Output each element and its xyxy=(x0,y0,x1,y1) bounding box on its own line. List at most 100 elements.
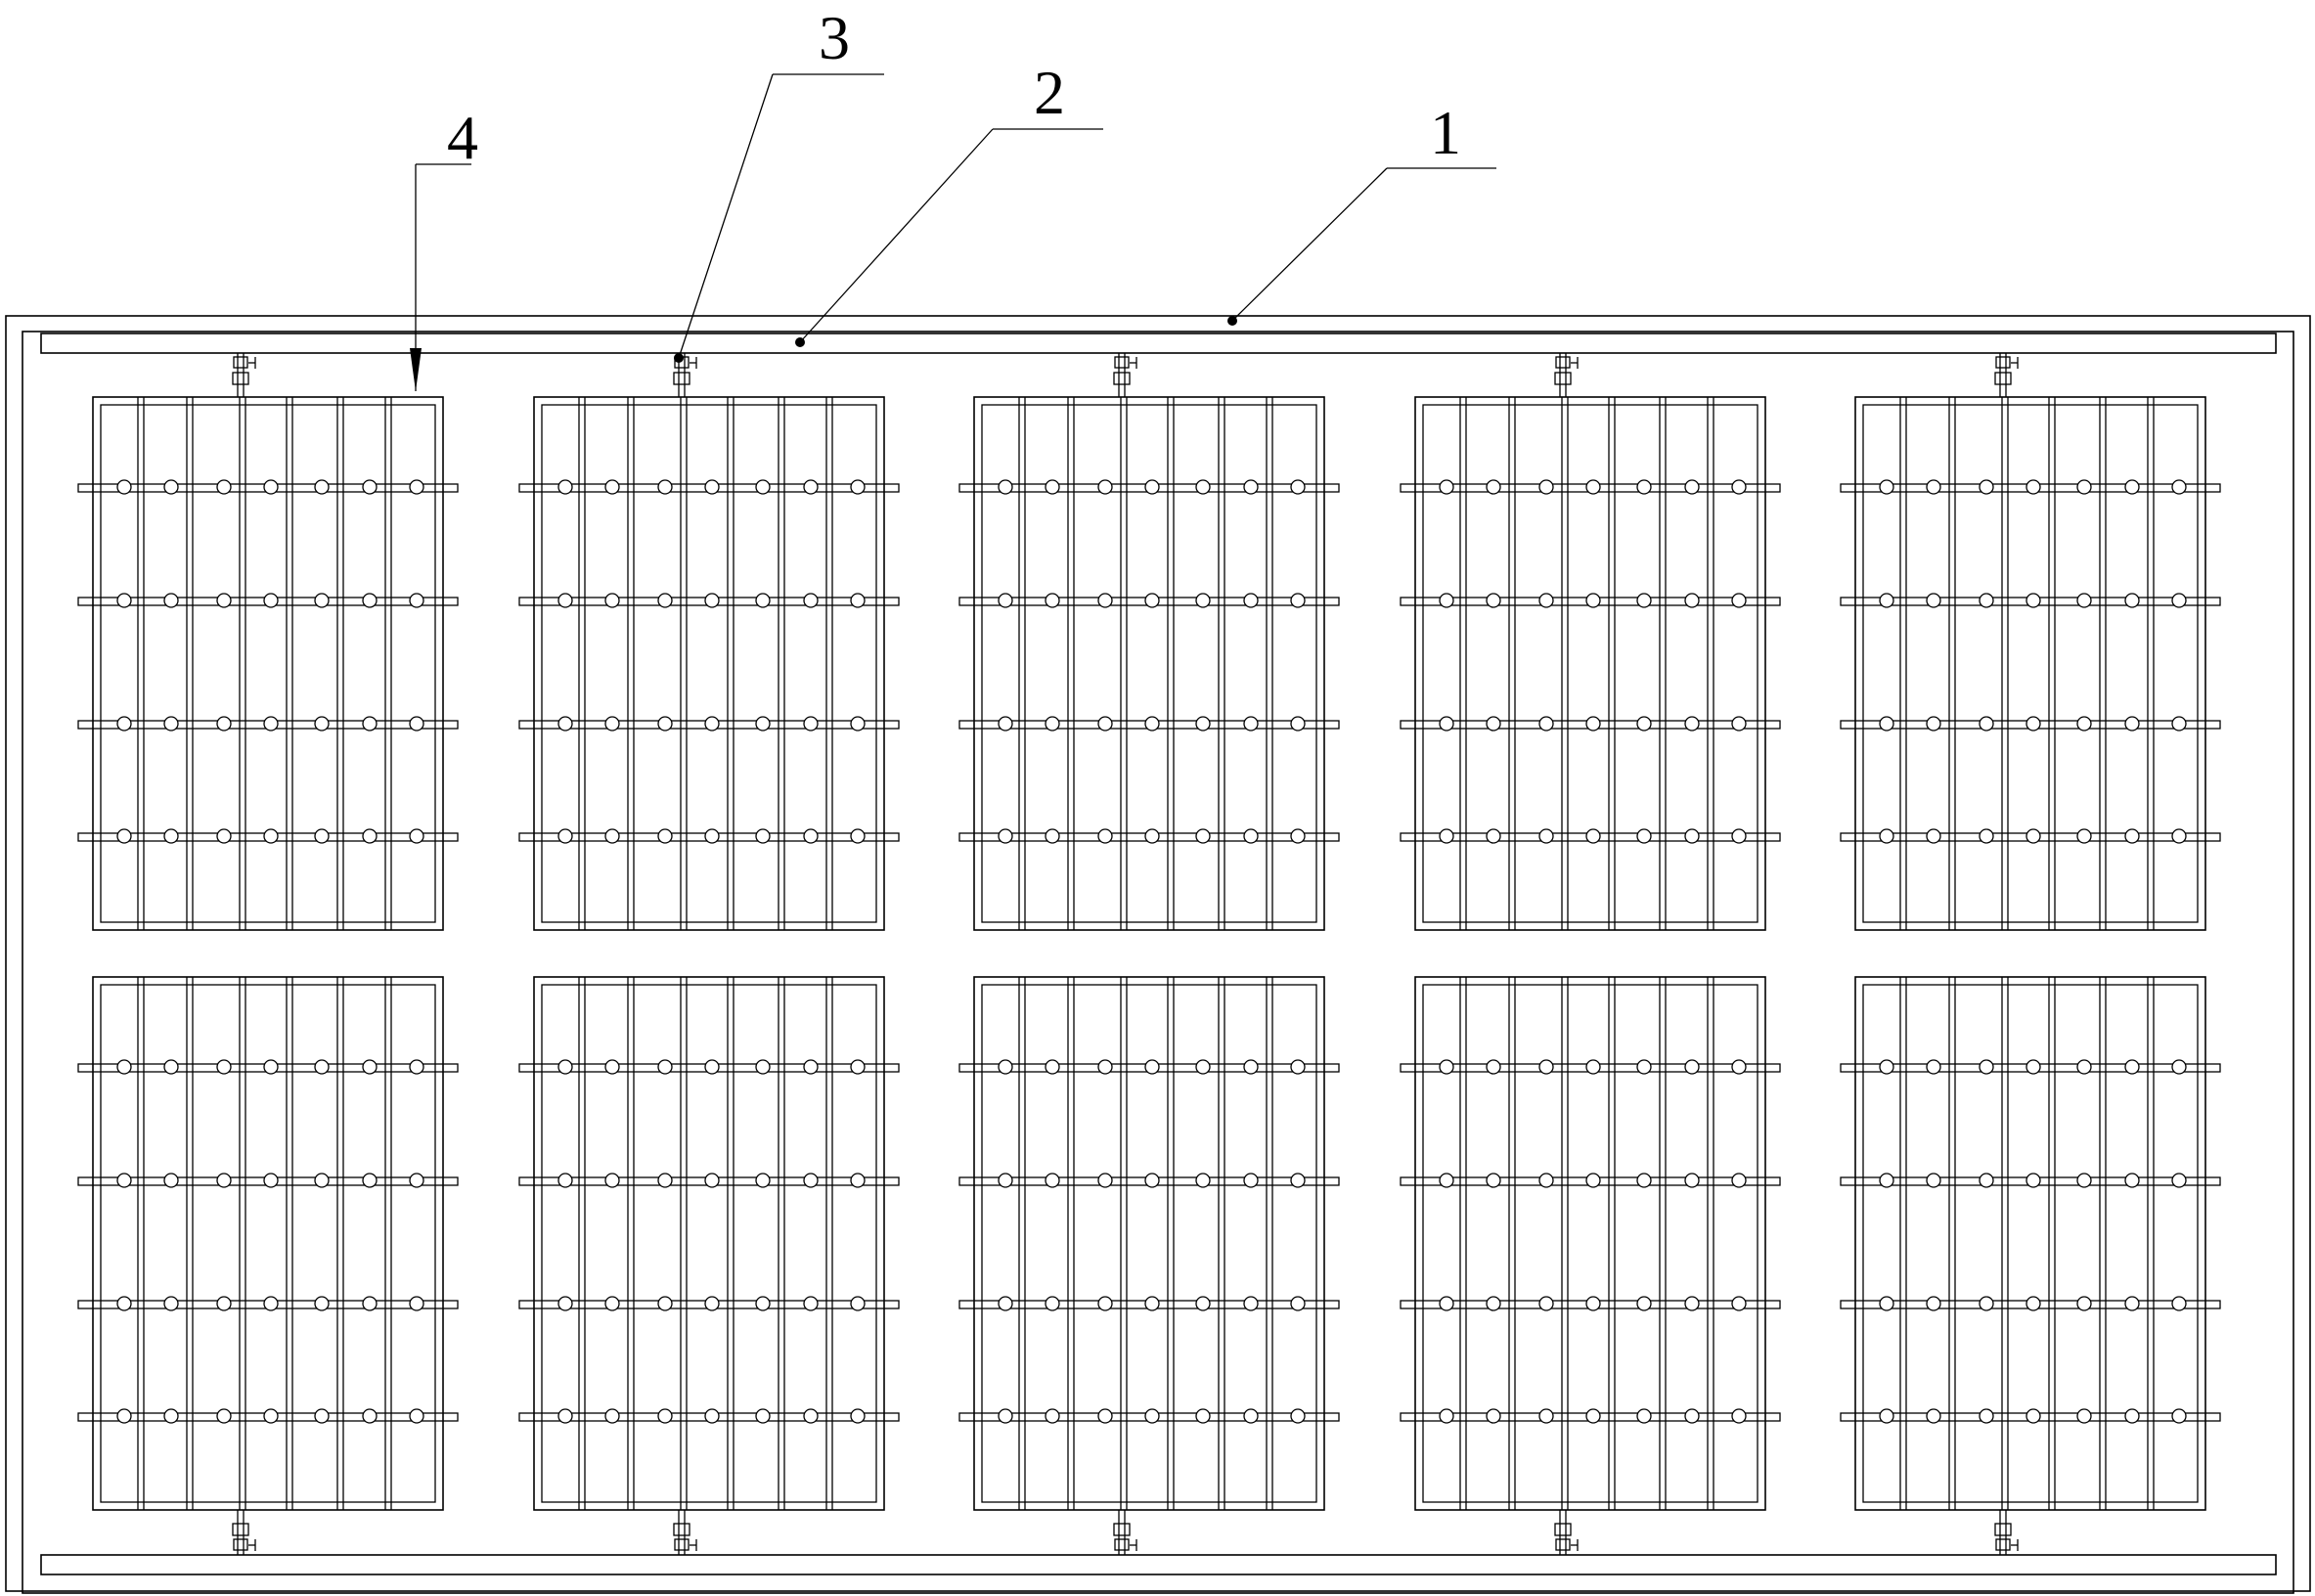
crossbar-node xyxy=(1538,1173,1554,1188)
crossbar-node xyxy=(1486,1059,1501,1075)
crossbar-node xyxy=(2124,1059,2140,1075)
crossbar-node xyxy=(850,828,866,844)
crossbar-node xyxy=(1585,828,1601,844)
crossbar-node xyxy=(1926,1296,1941,1311)
valve xyxy=(674,1538,690,1551)
crossbar-node xyxy=(1926,593,1941,608)
crossbar-node xyxy=(557,1173,573,1188)
valve xyxy=(232,372,249,385)
crossbar-node xyxy=(755,1173,771,1188)
crossbar-node xyxy=(850,1173,866,1188)
crossbar-node xyxy=(362,593,378,608)
callout-1-dot xyxy=(1227,316,1237,326)
crossbar-node xyxy=(1926,479,1941,495)
crossbar-node xyxy=(850,593,866,608)
crossbar-node xyxy=(2124,593,2140,608)
crossbar-node xyxy=(1636,828,1652,844)
crossbar-node xyxy=(314,1173,330,1188)
crossbar-node xyxy=(116,1296,132,1311)
crossbar-node xyxy=(1636,479,1652,495)
crossbar-node xyxy=(263,479,279,495)
crossbar-node xyxy=(657,1173,673,1188)
crossbar-node xyxy=(604,1173,620,1188)
callout-2-leader xyxy=(799,128,994,343)
crossbar-node xyxy=(1636,593,1652,608)
crossbar-node xyxy=(1097,593,1113,608)
rack-outer-frame xyxy=(1854,976,2206,1511)
crossbar-node xyxy=(604,828,620,844)
crossbar-node xyxy=(2026,716,2041,732)
crossbar-node xyxy=(2124,1408,2140,1424)
crossbar-node xyxy=(604,479,620,495)
rack-inner-frame xyxy=(1862,404,2199,923)
crossbar-node xyxy=(604,716,620,732)
crossbar-node xyxy=(1486,1173,1501,1188)
crossbar-node xyxy=(1195,1173,1211,1188)
crossbar-node xyxy=(1486,716,1501,732)
crossbar-node xyxy=(850,1296,866,1311)
crossbar-node xyxy=(2171,1408,2187,1424)
crossbar-node xyxy=(704,828,720,844)
crossbar-node xyxy=(1926,1059,1941,1075)
callouts: 1 2 3 4 xyxy=(410,3,1496,391)
crossbar-node xyxy=(557,716,573,732)
crossbar-node xyxy=(1195,828,1211,844)
crossbar-node xyxy=(163,479,179,495)
crossbar-node xyxy=(1045,1173,1060,1188)
crossbar-node xyxy=(2026,828,2041,844)
crossbar-node xyxy=(1879,1408,1894,1424)
crossbar-node xyxy=(1926,716,1941,732)
crossbar-node xyxy=(1731,1408,1747,1424)
crossbar-node xyxy=(1926,1173,1941,1188)
crossbar-node xyxy=(2076,1296,2092,1311)
crossbar-node xyxy=(755,1059,771,1075)
rack-outer-frame xyxy=(1414,396,1766,931)
crossbar-node xyxy=(1684,1296,1700,1311)
crossbar-node xyxy=(362,1408,378,1424)
rack-outer-frame xyxy=(1414,976,1766,1511)
crossbar-node xyxy=(409,1296,424,1311)
crossbar-node xyxy=(998,1059,1013,1075)
outer-tank-outer-wall xyxy=(5,315,2311,1592)
rack-inner-frame xyxy=(981,404,1317,923)
callout-2-label: 2 xyxy=(1034,58,1065,127)
crossbar-node xyxy=(1097,1173,1113,1188)
rack-frame xyxy=(518,353,900,931)
crossbar-node xyxy=(1439,1408,1454,1424)
valve xyxy=(1113,372,1131,385)
crossbar-node xyxy=(657,1296,673,1311)
crossbar-node xyxy=(657,828,673,844)
rack-inner-frame xyxy=(981,984,1317,1503)
crossbar-node xyxy=(409,479,424,495)
rack-outer-frame xyxy=(973,976,1325,1511)
rack-frame xyxy=(1400,976,1781,1555)
crossbar-node xyxy=(2171,1059,2187,1075)
crossbar-node xyxy=(1144,1296,1160,1311)
crossbar-node xyxy=(755,479,771,495)
crossbar-node xyxy=(2171,1173,2187,1188)
crossbar-node xyxy=(1684,479,1700,495)
crossbar-node xyxy=(1290,1408,1306,1424)
crossbar-node xyxy=(263,828,279,844)
crossbar-node xyxy=(1636,1296,1652,1311)
crossbar-node xyxy=(1538,1296,1554,1311)
rack-frame xyxy=(958,976,1340,1555)
crossbar-node xyxy=(1879,828,1894,844)
crossbar-node xyxy=(998,716,1013,732)
crossbar-node xyxy=(1144,593,1160,608)
crossbar-node xyxy=(1045,1059,1060,1075)
crossbar-node xyxy=(409,1173,424,1188)
valve xyxy=(1554,1523,1572,1536)
crossbar-node xyxy=(1243,593,1259,608)
crossbar-node xyxy=(1243,1173,1259,1188)
crossbar-node xyxy=(2026,1173,2041,1188)
crossbar-node xyxy=(998,1408,1013,1424)
rack-inner-frame xyxy=(541,404,877,923)
rack-outer-frame xyxy=(92,976,444,1511)
crossbar-node xyxy=(1979,1408,1994,1424)
rack-outer-frame xyxy=(973,396,1325,931)
valve xyxy=(673,1523,690,1536)
callout-1-label: 1 xyxy=(1430,98,1461,167)
crossbar-node xyxy=(803,479,819,495)
crossbar-node xyxy=(1439,1296,1454,1311)
